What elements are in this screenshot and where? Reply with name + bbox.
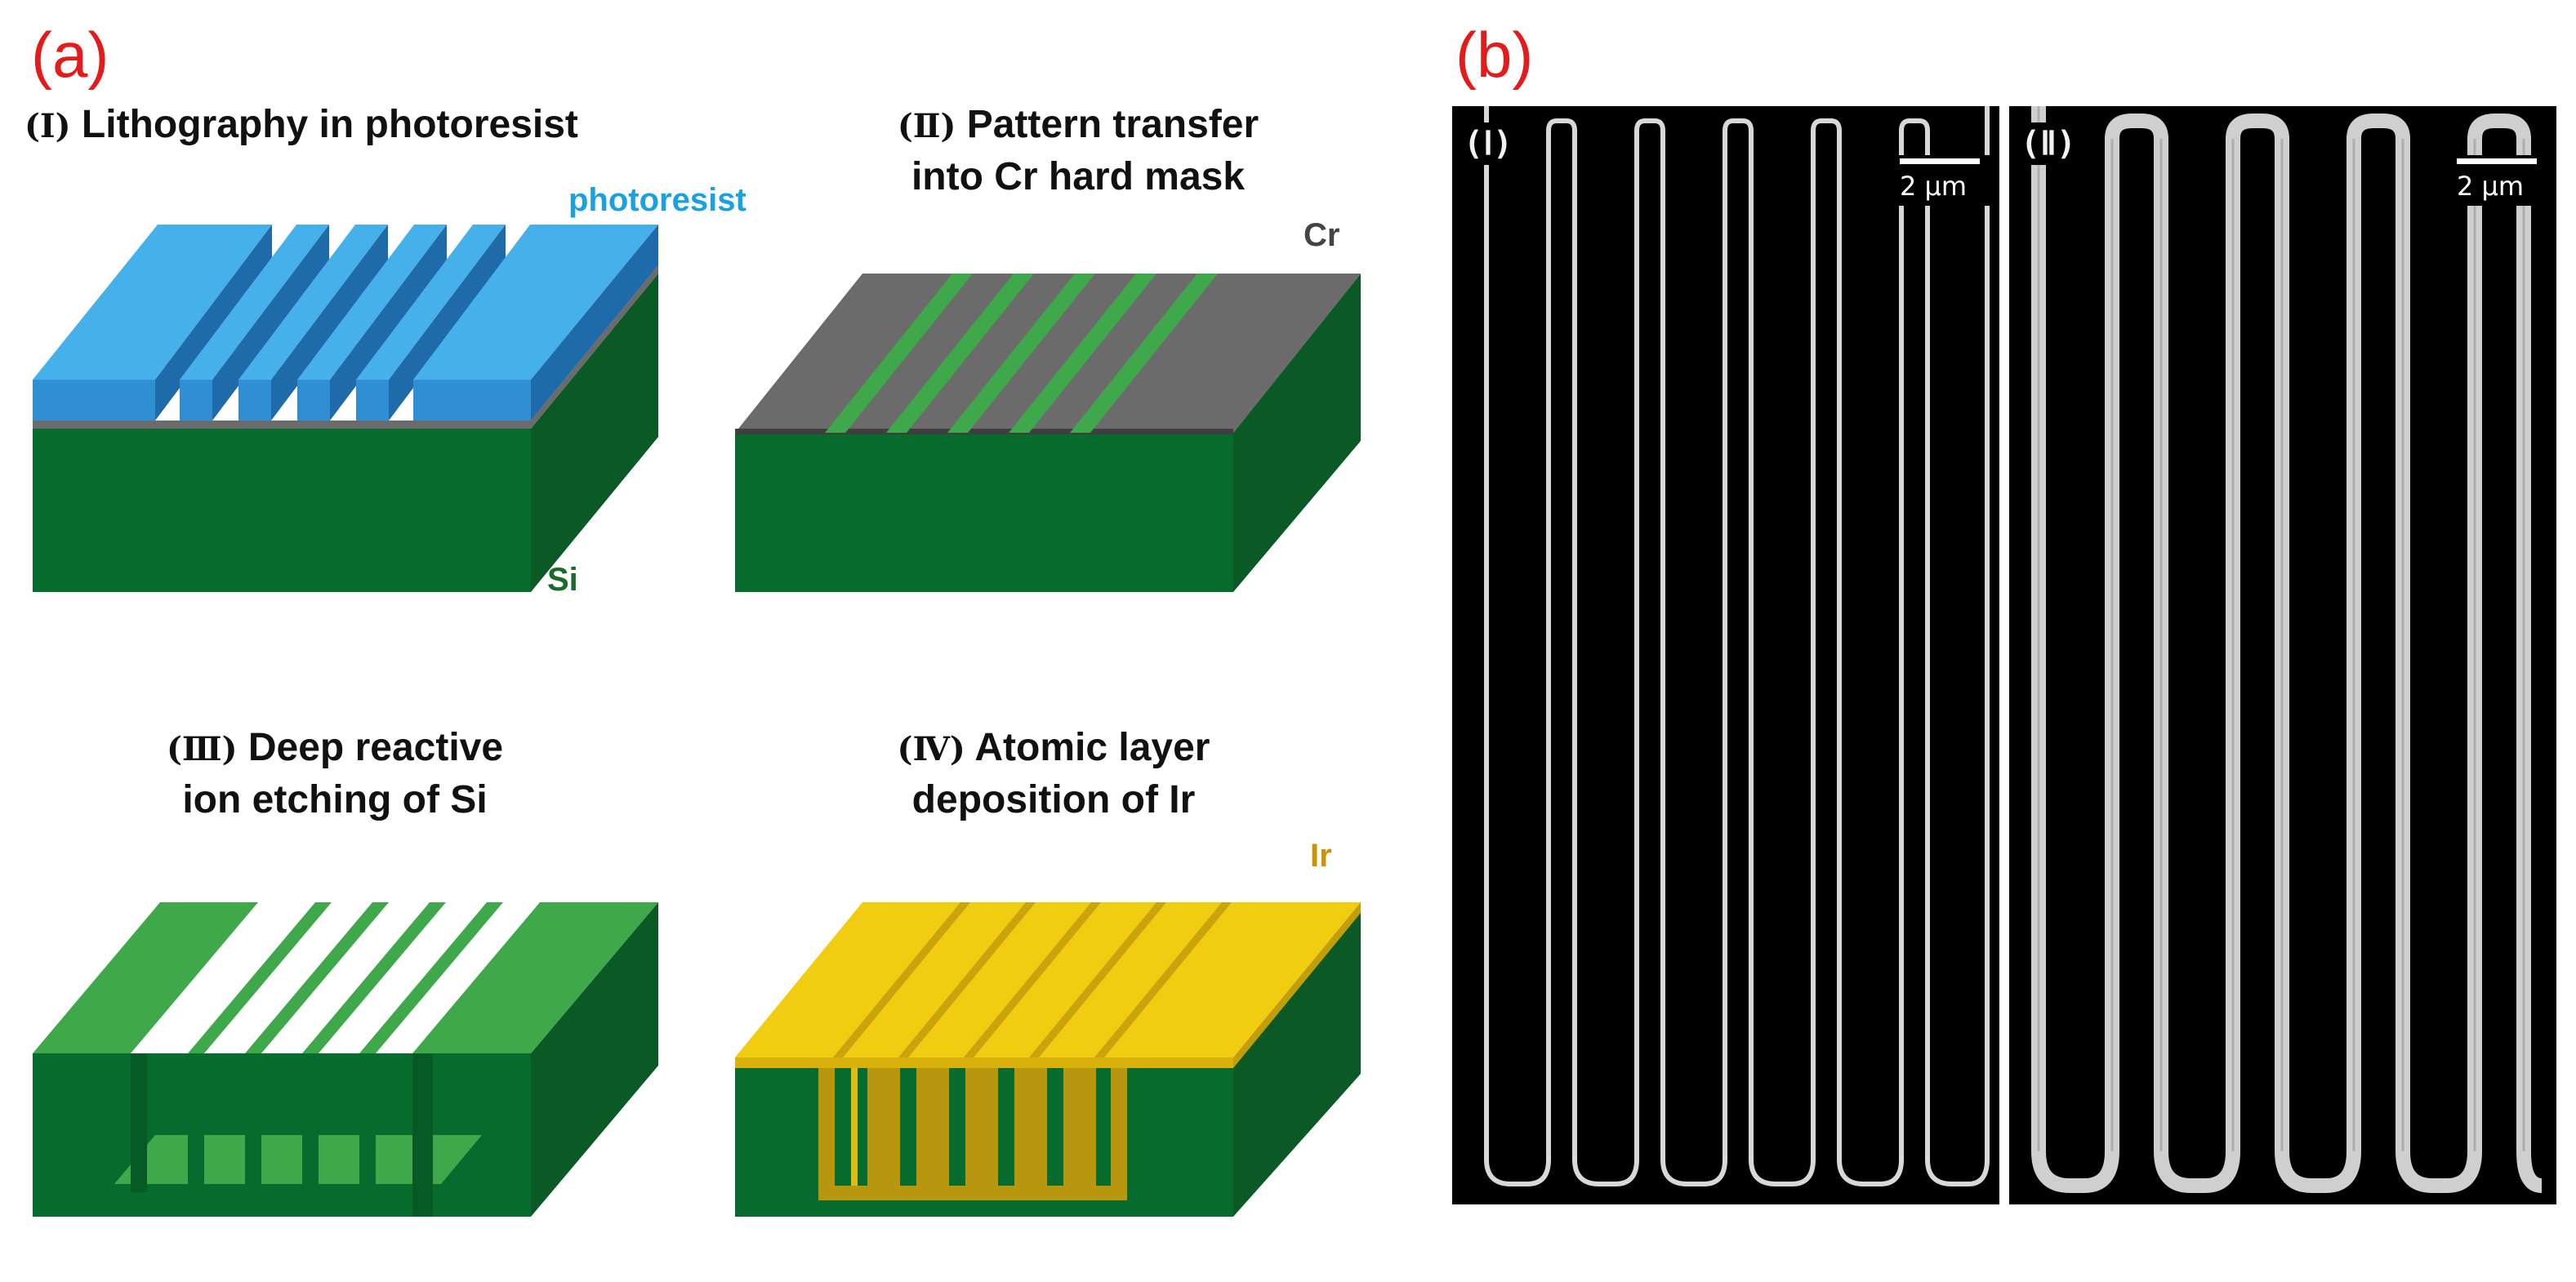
- ir-top: [735, 902, 1361, 1057]
- panel-a-label: (a): [31, 19, 109, 91]
- si-left-top: [33, 902, 258, 1053]
- step-2-title-row-1: (Ⅱ) Pattern transfer: [849, 100, 1307, 152]
- step-4-title-row-1: (Ⅳ) Atomic layer: [849, 723, 1258, 775]
- cr-top: [735, 274, 1361, 433]
- diagram-drie: [33, 902, 658, 1217]
- sem-image-2-scale-label: 2 μm: [2457, 171, 2525, 202]
- si-front-face: [735, 433, 1233, 592]
- si-side-face: [1233, 274, 1361, 592]
- step-3-title-row-1: (Ⅲ) Deep reactive: [123, 723, 547, 775]
- step-2-title-line-1: Pattern transfer: [966, 103, 1259, 146]
- ir-trench-liners: [818, 1068, 1127, 1200]
- diagram-lithography: [33, 225, 658, 592]
- sem-image-2-tag: (Ⅱ): [2014, 122, 2083, 165]
- step-1-title: (Ⅰ) Lithography in photoresist: [25, 100, 578, 152]
- step-4-title: (Ⅳ) Atomic layer deposition of Ir: [849, 723, 1258, 826]
- resist-lines: [180, 225, 506, 421]
- sem-image-1: (Ⅰ) 2 μm: [1452, 106, 1999, 1204]
- panel-b-label: (b): [1455, 19, 1534, 91]
- cr-openings: [825, 274, 1218, 433]
- si-fins: [131, 902, 503, 1200]
- step-2-roman: (Ⅱ): [897, 107, 956, 145]
- sem-image-2-scalebar: [2457, 158, 2537, 164]
- step-4-roman: (Ⅳ): [897, 730, 965, 768]
- step-4-title-line-2: deposition of Ir: [911, 778, 1196, 821]
- step-3-title: (Ⅲ) Deep reactive ion etching of Si: [123, 723, 547, 826]
- sem-image-1-tag: (Ⅰ): [1457, 122, 1519, 165]
- step-1-title-line-1: Lithography in photoresist: [81, 103, 578, 146]
- resist-right-front: [413, 380, 531, 421]
- step-3-title-line-1: Deep reactive: [247, 726, 504, 769]
- ir-side-edge: [1233, 902, 1361, 1068]
- sem-image-2: (Ⅱ) 2 μm: [2009, 106, 2556, 1204]
- si-right-top: [412, 902, 658, 1053]
- sem-image-1-scalebar: [1900, 158, 1980, 164]
- resist-right-side: [531, 225, 658, 421]
- step-2-title-line-2: into Cr hard mask: [911, 155, 1246, 198]
- step-3-roman: (Ⅲ): [166, 730, 238, 768]
- cr-edge: [735, 429, 1233, 434]
- ir-top-grooves: [833, 902, 1232, 1057]
- photoresist-label: photoresist: [568, 182, 747, 218]
- sem-image-2-trenches: [2031, 106, 2543, 1193]
- ir-label: Ir: [1310, 838, 1332, 874]
- si-side-face: [531, 274, 658, 592]
- si-front-face: [33, 429, 531, 592]
- trench-floor: [114, 1135, 482, 1184]
- sem-image-1-trenches: [1484, 106, 1990, 1186]
- si-side-face: [531, 902, 658, 1217]
- step-3-title-line-2: ion etching of Si: [182, 778, 488, 821]
- resist-left-front: [33, 380, 155, 421]
- resist-left-top: [33, 225, 272, 380]
- step-2-title: (Ⅱ) Pattern transfer into Cr hard mask: [849, 100, 1307, 203]
- diagram-cr-transfer: [735, 274, 1361, 592]
- diagram-ald-ir: [735, 902, 1361, 1217]
- cr-label: Cr: [1304, 217, 1340, 253]
- si-side-face: [1233, 910, 1361, 1217]
- si-label: Si: [547, 562, 578, 598]
- step-1-roman: (Ⅰ): [25, 107, 71, 145]
- ir-top-edge: [735, 1057, 1233, 1068]
- step-4-title-line-1: Atomic layer: [974, 726, 1210, 769]
- resist-left-side: [155, 225, 272, 421]
- sem-image-1-scale-label: 2 μm: [1900, 171, 1968, 202]
- si-right-inner: [412, 1053, 433, 1217]
- resist-right-top: [413, 225, 658, 380]
